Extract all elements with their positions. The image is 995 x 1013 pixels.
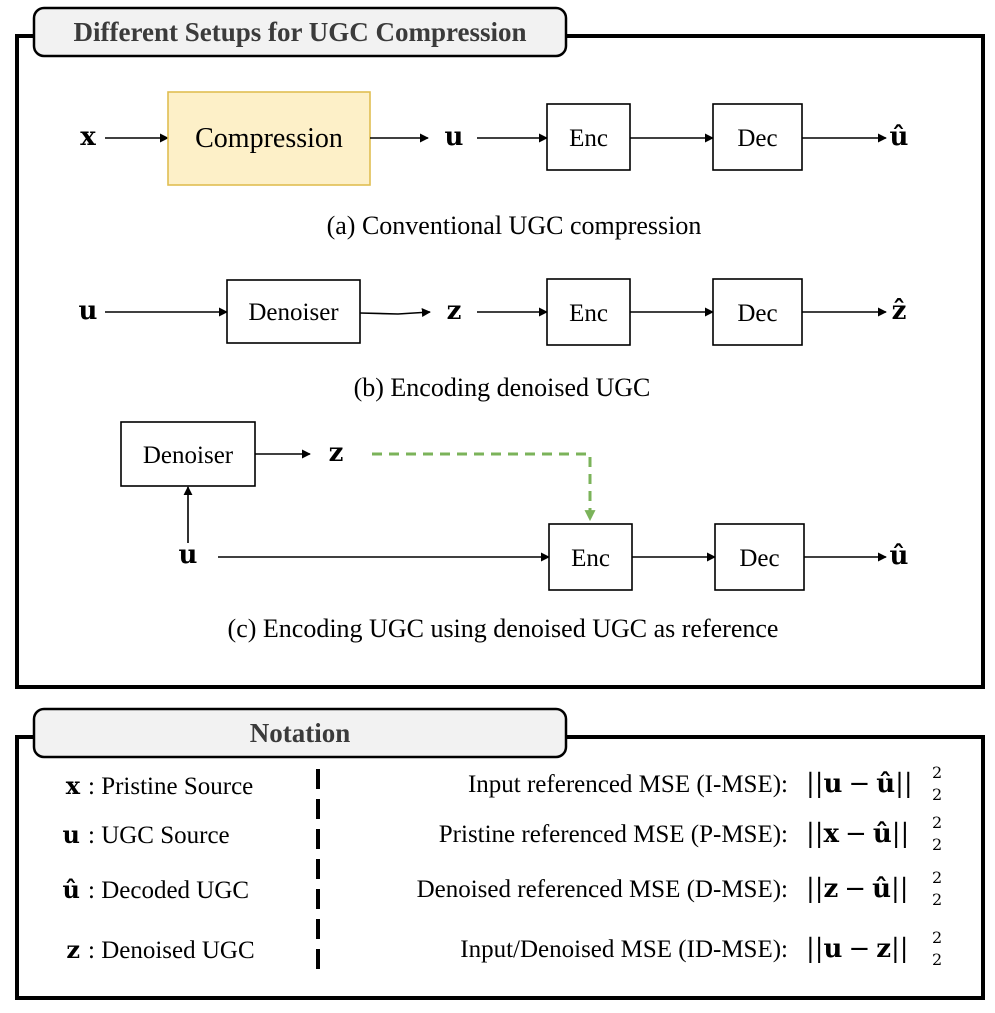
dec-block-b: [712, 278, 803, 346]
setups-title-tab: [32, 6, 568, 58]
denoiser-block-c: [120, 421, 256, 487]
row-c-output-u-hat: û: [890, 541, 909, 571]
formula-minus: −: [845, 819, 867, 849]
row-a-output-u-hat: û: [890, 122, 909, 152]
formula-sup: 2: [932, 763, 942, 782]
symbol-z: z: [66, 935, 80, 964]
enc-block-a: [546, 103, 631, 171]
denoiser-label-c: Denoiser: [143, 442, 234, 469]
enc-label-b: Enc: [569, 300, 608, 327]
metric-p-mse-label: Pristine referenced MSE (P-MSE):: [439, 821, 788, 848]
formula-sub: 2: [932, 835, 942, 854]
enc-label-c: Enc: [571, 545, 610, 572]
dec-block-a: [712, 103, 803, 171]
metric-d-mse-formula: ||z−û||: [806, 874, 909, 904]
symbol-u-hat: û: [63, 875, 80, 904]
norm-open: ||: [806, 769, 824, 799]
caption-a: (a) Conventional UGC compression: [327, 211, 702, 240]
formula-a: x: [824, 819, 840, 849]
row-b-denoised: u Denoiser z Enc Dec ẑ (b) Encoding deno…: [79, 278, 907, 402]
symbol-x: x: [66, 771, 81, 800]
symbol-u-hat-desc: : Decoded UGC: [88, 877, 249, 904]
formula-sub: 2: [932, 950, 942, 969]
metric-i-mse-formula: ||u−û||: [806, 769, 913, 799]
enc-block-c: [548, 523, 633, 591]
caption-c: (c) Encoding UGC using denoised UGC as r…: [228, 614, 779, 643]
formula-minus: −: [844, 874, 866, 904]
metric-p-mse-formula: ||x−û||: [806, 819, 909, 849]
norm-close: ||: [891, 934, 909, 964]
row-a-input-x: x: [80, 122, 96, 152]
formula-b: û: [873, 819, 892, 849]
row-c-reference: Denoiser z u Enc Dec û (c) Encoding UGC …: [120, 421, 909, 643]
notation-panel: Notation x : Pristine Source u : UGC Sou…: [15, 707, 985, 1000]
setups-frame: [15, 34, 985, 689]
norm-open: ||: [806, 934, 824, 964]
norm-close: ||: [892, 819, 910, 849]
compression-label: Compression: [195, 123, 343, 154]
formula-a: z: [824, 874, 839, 904]
caption-b: (b) Encoding denoised UGC: [354, 373, 651, 402]
notation-title: Notation: [250, 718, 351, 748]
metric-id-mse-label: Input/Denoised MSE (ID-MSE):: [460, 936, 788, 963]
enc-label-a: Enc: [569, 125, 608, 152]
formula-a: u: [824, 769, 843, 799]
dec-label-c: Dec: [739, 545, 779, 572]
norm-close: ||: [895, 769, 913, 799]
denoiser-block-b: [226, 279, 361, 344]
dec-block-c: [714, 523, 805, 591]
formula-sub: 2: [932, 890, 942, 909]
compression-block: [167, 91, 371, 186]
symbol-x-desc: : Pristine Source: [88, 773, 253, 800]
formula-sup: 2: [932, 813, 942, 832]
symbol-z-desc: : Denoised UGC: [88, 937, 255, 964]
notation-title-tab: [32, 707, 568, 759]
denoiser-label-b: Denoiser: [248, 299, 339, 326]
formula-sup: 2: [932, 928, 942, 947]
formula-minus: −: [848, 769, 870, 799]
arrow-denoiser-to-z-b: [359, 308, 431, 317]
row-b-mid-z: z: [447, 296, 462, 326]
dec-label-a: Dec: [737, 125, 777, 152]
setups-panel: Different Setups for UGC Compression x C…: [15, 6, 985, 689]
norm-open: ||: [806, 874, 824, 904]
formula-b: û: [872, 874, 891, 904]
setups-title: Different Setups for UGC Compression: [74, 17, 527, 47]
reference-arrow-z-to-enc: [372, 452, 596, 522]
formula-a: u: [824, 934, 843, 964]
row-a-mid-u: u: [445, 122, 464, 152]
norm-open: ||: [806, 819, 824, 849]
symbol-list: x : Pristine Source u : UGC Source û : D…: [63, 771, 255, 964]
row-b-input-u: u: [79, 296, 98, 326]
metric-d-mse-label: Denoised referenced MSE (D-MSE):: [417, 876, 788, 903]
row-b-output-z-hat: ẑ: [892, 296, 907, 326]
metric-id-mse-formula: ||u−z||: [806, 934, 909, 964]
formula-minus: −: [848, 934, 870, 964]
dec-label-b: Dec: [737, 300, 777, 327]
symbol-u-desc: : UGC Source: [88, 822, 230, 849]
enc-block-b: [546, 278, 631, 346]
formula-b: z: [876, 934, 891, 964]
formula-sup: 2: [932, 868, 942, 887]
metric-i-mse-label: Input referenced MSE (I-MSE):: [468, 771, 788, 798]
row-c-mid-z: z: [329, 438, 344, 468]
norm-close: ||: [891, 874, 909, 904]
formula-b: û: [876, 769, 895, 799]
symbol-u: u: [63, 820, 80, 849]
row-c-input-u: u: [179, 540, 198, 570]
row-a-conventional: x Compression u Enc Dec û (a) Convention…: [80, 91, 909, 240]
metric-list: Input referenced MSE (I-MSE): ||u−û|| 2 …: [417, 763, 943, 969]
formula-sub: 2: [932, 785, 942, 804]
